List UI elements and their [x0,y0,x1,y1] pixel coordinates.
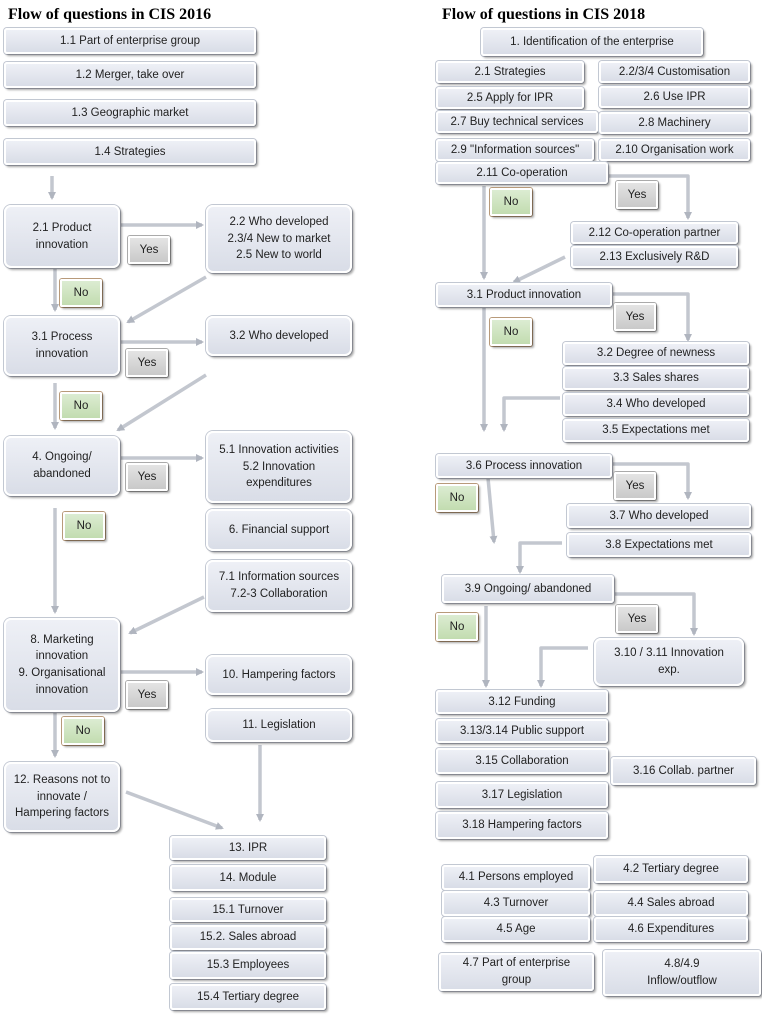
q-15-1-turnover: 15.1 Turnover [170,898,326,922]
no-label-3-1: No [490,318,532,346]
q-4-ongoing-abandoned: 4. Ongoing/ abandoned [4,436,120,496]
q-10-hampering-factors: 10. Hampering factors [206,655,352,695]
q-3-1-process-innovation: 3.1 Process innovation [4,316,120,376]
q-7-information-sources: 7.1 Information sources 7.2-3 Collaborat… [206,560,352,612]
yes-label-3-1: Yes [126,349,168,377]
q-4-5-age: 4.5 Age [442,917,590,942]
no-label-2-11: No [490,188,532,216]
no-label-3-6: No [436,484,478,512]
q-2-6-use-ipr: 2.6 Use IPR [599,86,750,108]
no-label-3-1: No [60,392,102,420]
no-label-4: No [63,512,105,540]
arrow-3-10-to-3-12 [537,646,588,688]
q-2-2-customisation: 2.2/3/4 Customisation [599,61,750,83]
q-2-5-apply-for-ipr: 2.5 Apply for IPR [436,87,584,109]
q-11-legislation: 11. Legislation [206,709,352,742]
q-4-3-turnover: 4.3 Turnover [442,891,590,916]
q-3-17-legislation: 3.17 Legislation [436,782,608,808]
title-cis-2018: Flow of questions in CIS 2018 [442,6,646,23]
q-3-16-collab-partner: 3.16 Collab. partner [611,757,756,785]
q-3-10-innovation-exp: 3.10 / 3.11 Innovation exp. [594,638,744,686]
q-5-innovation-activities: 5.1 Innovation activities 5.2 Innovation… [206,431,352,503]
q-2-2-who-developed: 2.2 Who developed 2.3/4 New to market 2.… [206,205,352,273]
q-4-7-part-of-enterprise-group: 4.7 Part of enterprise group [439,953,594,991]
arrow-2-2-to-3-1 [126,275,207,324]
q-14-module: 14. Module [170,865,326,891]
yes-label-2-11: Yes [616,181,658,209]
q-2-7-buy-technical-services: 2.7 Buy technical services [436,111,598,133]
q-2-12-co-operation-partner: 2.12 Co-operation partner [571,222,738,244]
yes-label-3-6: Yes [614,472,656,500]
q-2-13-exclusively-rd: 2.13 Exclusively R&D [571,246,738,268]
q-4-4-sales-abroad: 4.4 Sales abroad [594,891,748,916]
q-3-1-product-innovation: 3.1 Product innovation [436,283,612,307]
q-2-1-strategies: 2.1 Strategies [436,61,584,83]
arrow-3-8-to-3-9 [516,541,562,574]
arrow-3-6-to-3-9 [486,477,498,544]
q-3-5-expectations-met: 3.5 Expectations met [563,419,749,442]
q-15-3-employees: 15.3 Employees [170,952,326,979]
q-2-1-product-innovation: 2.1 Product innovation [4,205,120,268]
q-1-1-part-of-enterprise-group: 1.1 Part of enterprise group [4,28,256,54]
q-4-1-persons-employed: 4.1 Persons employed [442,865,590,890]
q-3-15-collaboration: 3.15 Collaboration [436,748,608,774]
q-3-4-who-developed: 3.4 Who developed [563,393,749,416]
arrow-3-2-to-3-6 [500,396,560,432]
q-4-6-expenditures: 4.6 Expenditures [594,917,748,942]
yes-label-4: Yes [126,463,168,491]
yes-label-2-1: Yes [128,236,170,264]
arrow-12-to-13 [125,790,224,830]
q-2-9-information-sources: 2.9 "Information sources" [436,139,594,161]
q-3-12-funding: 3.12 Funding [436,690,608,714]
q-13-ipr: 13. IPR [170,836,326,860]
q-3-13-public-support: 3.13/3.14 Public support [436,719,608,743]
q-2-8-machinery: 2.8 Machinery [599,112,750,134]
yes-label-3-1: Yes [614,303,656,331]
q-8-9-marketing-organisational: 8. Marketing innovation 9. Organisationa… [4,618,120,712]
q-12-reasons-not-to-innovate: 12. Reasons not to innovate / Hampering … [4,762,120,832]
q-1-identification-of-enterprise: 1. Identification of the enterprise [481,28,703,56]
q-15-2-sales-abroad: 15.2. Sales abroad [170,925,326,950]
q-3-7-who-developed: 3.7 Who developed [567,504,751,528]
title-cis-2016: Flow of questions in CIS 2016 [8,6,212,23]
q-4-8-inflow-outflow: 4.8/4.9 Inflow/outflow [603,950,761,996]
q-3-2-who-developed: 3.2 Who developed [206,316,352,356]
q-2-11-co-operation: 2.11 Co-operation [436,162,608,184]
q-6-financial-support: 6. Financial support [206,509,352,551]
arrow-2-12-to-3-1 [512,255,566,284]
q-3-18-hampering-factors: 3.18 Hampering factors [436,812,608,839]
yes-label-3-9: Yes [616,605,658,633]
q-2-10-organisation-work: 2.10 Organisation work [599,139,750,161]
no-label-2-1: No [60,279,102,307]
yes-label-8: Yes [126,681,168,709]
q-1-3-geographic-market: 1.3 Geographic market [4,100,256,126]
q-1-4-strategies: 1.4 Strategies [4,139,256,165]
q-3-3-sales-shares: 3.3 Sales shares [563,367,749,390]
arrow-7-to-8 [128,595,205,635]
q-15-4-tertiary-degree: 15.4 Tertiary degree [170,984,326,1010]
q-3-2-degree-of-newness: 3.2 Degree of newness [563,342,749,365]
arrow-3-2-to-4 [116,373,207,432]
q-1-2-merger-takeover: 1.2 Merger, take over [4,62,256,88]
q-3-9-ongoing-abandoned: 3.9 Ongoing/ abandoned [442,575,614,603]
q-4-2-tertiary-degree: 4.2 Tertiary degree [594,856,748,883]
q-3-6-process-innovation: 3.6 Process innovation [436,454,612,478]
q-3-8-expectations-met: 3.8 Expectations met [567,533,751,557]
no-label-8: No [62,717,104,745]
no-label-3-9: No [436,613,478,641]
